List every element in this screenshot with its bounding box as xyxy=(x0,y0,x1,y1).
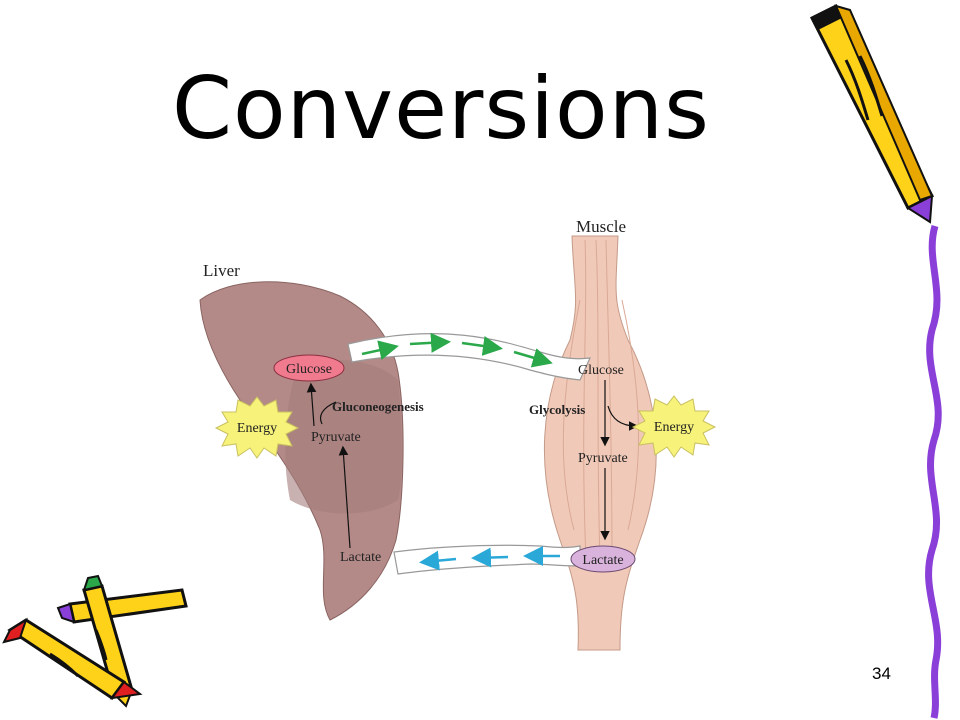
liver-shape xyxy=(199,281,404,621)
pencil-icon xyxy=(809,3,935,224)
muscle-pyruvate-label: Pyruvate xyxy=(578,451,628,466)
liver-label: Liver xyxy=(203,261,240,280)
muscle-energy-label: Energy xyxy=(654,420,694,435)
squiggle-border xyxy=(925,225,942,719)
liver-glucose-node xyxy=(273,354,345,382)
liver-energy-burst xyxy=(214,396,300,459)
liver-pyruvate-label: Pyruvate xyxy=(311,430,361,445)
muscle-lactate-label: Lactate xyxy=(582,553,623,568)
energy-output-curve xyxy=(607,405,639,431)
lactate-to-pyruvate-arrow xyxy=(338,445,351,549)
glucose-transport-tube xyxy=(347,332,591,381)
liver-energy-label: Energy xyxy=(237,421,277,436)
glycolysis-label: Glycolysis xyxy=(529,402,585,417)
muscle-glucose-label: Glucose xyxy=(578,363,624,378)
slide-title: Conversions xyxy=(172,59,710,159)
liver-lactate-label: Lactate xyxy=(340,550,381,565)
lactate-transport-tube xyxy=(393,544,581,575)
pyruvate-to-glucose-arrow xyxy=(306,382,317,427)
energy-input-curve xyxy=(319,401,337,425)
slide-number: 34 xyxy=(872,664,891,683)
gluconeogenesis-label: Gluconeogenesis xyxy=(332,399,424,414)
crayons-icon xyxy=(2,574,188,708)
muscle-lactate-node xyxy=(570,545,636,573)
liver-glucose-label: Glucose xyxy=(286,362,332,377)
muscle-label: Muscle xyxy=(576,217,626,236)
muscle-energy-burst xyxy=(631,395,717,458)
